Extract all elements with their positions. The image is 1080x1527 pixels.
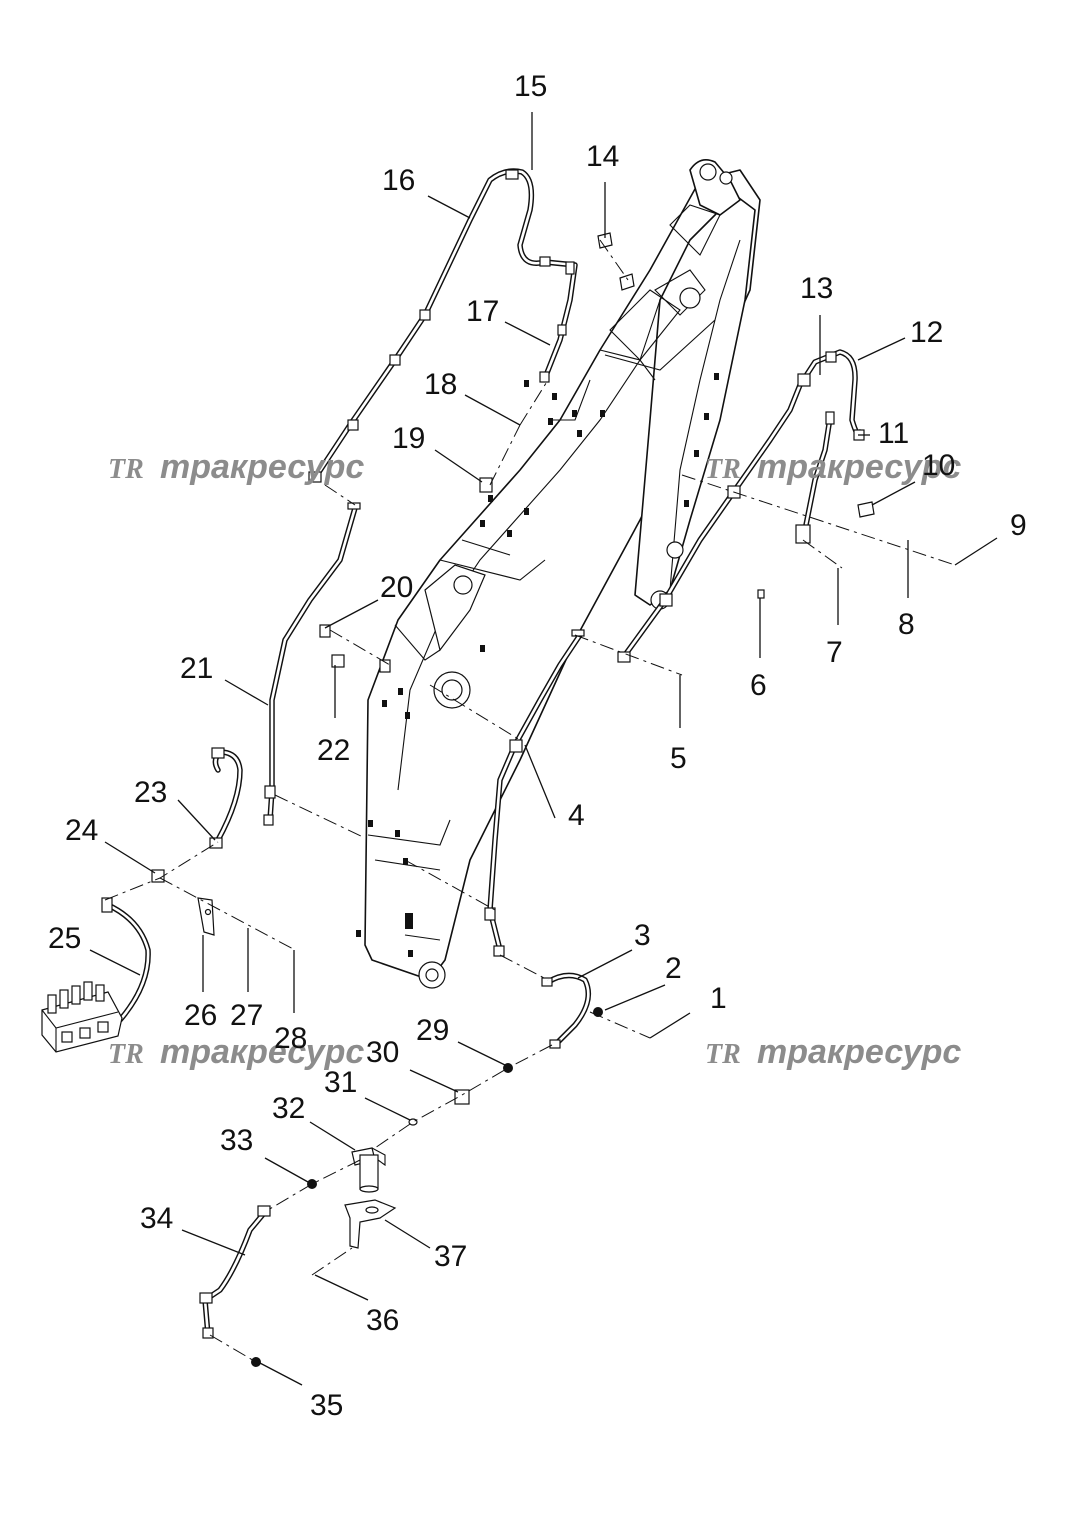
callout-9: 9 bbox=[1010, 509, 1027, 542]
watermark-top-left: TR тракресурс bbox=[108, 448, 364, 486]
callout-28: 28 bbox=[274, 1022, 307, 1055]
callout-17: 17 bbox=[466, 295, 499, 328]
callout-32: 32 bbox=[272, 1092, 305, 1125]
callout-27: 27 bbox=[230, 999, 263, 1032]
callout-25: 25 bbox=[48, 922, 81, 955]
watermark-bottom-left: TR тракресурс bbox=[108, 1033, 364, 1071]
callout-30: 30 bbox=[366, 1036, 399, 1069]
small-parts bbox=[41, 232, 875, 1367]
callout-20: 20 bbox=[380, 571, 413, 604]
callout-21: 21 bbox=[180, 652, 213, 685]
watermark-top-right: TR тракресурс bbox=[705, 448, 961, 486]
callout-5: 5 bbox=[670, 742, 687, 775]
callout-36: 36 bbox=[366, 1304, 399, 1337]
callout-8: 8 bbox=[898, 608, 915, 641]
callout-6: 6 bbox=[750, 669, 767, 702]
callout-12: 12 bbox=[910, 316, 943, 349]
callout-22: 22 bbox=[317, 734, 350, 767]
callout-19: 19 bbox=[392, 422, 425, 455]
watermark-text: тракресурс bbox=[160, 1033, 364, 1071]
callout-37: 37 bbox=[434, 1240, 467, 1273]
callout-3: 3 bbox=[634, 919, 651, 952]
callout-26: 26 bbox=[184, 999, 217, 1032]
callout-4: 4 bbox=[568, 799, 585, 832]
callout-31: 31 bbox=[324, 1066, 357, 1099]
callout-11: 11 bbox=[878, 417, 909, 450]
callout-29: 29 bbox=[416, 1014, 449, 1047]
callout-18: 18 bbox=[424, 368, 457, 401]
callout-34: 34 bbox=[140, 1202, 173, 1235]
callout-33: 33 bbox=[220, 1124, 253, 1157]
callout-15: 15 bbox=[514, 70, 547, 103]
callout-1: 1 bbox=[710, 982, 727, 1015]
watermark-logo: TR bbox=[705, 1039, 741, 1070]
watermark-text: тракресурс bbox=[757, 448, 961, 486]
watermark-bottom-right: TR тракресурс bbox=[705, 1033, 961, 1071]
control-valve-block bbox=[41, 981, 123, 1053]
callout-35: 35 bbox=[310, 1389, 343, 1422]
callout-23: 23 bbox=[134, 776, 167, 809]
watermark-logo: TR bbox=[108, 454, 144, 485]
callout-14: 14 bbox=[586, 140, 619, 173]
hose-clamps bbox=[101, 169, 865, 1339]
watermark-logo: TR bbox=[705, 454, 741, 485]
boom-structure bbox=[356, 159, 761, 989]
callout-7: 7 bbox=[826, 636, 843, 669]
watermark-text: тракресурс bbox=[757, 1033, 961, 1071]
callout-10: 10 bbox=[922, 449, 955, 482]
callout-24: 24 bbox=[65, 814, 98, 847]
callout-16: 16 bbox=[382, 164, 415, 197]
callout-2: 2 bbox=[665, 952, 682, 985]
callout-numbers: 1 2 3 4 5 6 7 8 9 10 11 12 13 14 15 16 1… bbox=[48, 70, 1027, 1422]
assembly-center-lines bbox=[104, 239, 956, 1363]
leader-lines bbox=[89, 112, 998, 1386]
hose-lines bbox=[105, 168, 863, 1338]
callout-13: 13 bbox=[800, 272, 833, 305]
watermark-text: тракресурс bbox=[160, 448, 364, 486]
watermark-logo: TR bbox=[108, 1039, 144, 1070]
